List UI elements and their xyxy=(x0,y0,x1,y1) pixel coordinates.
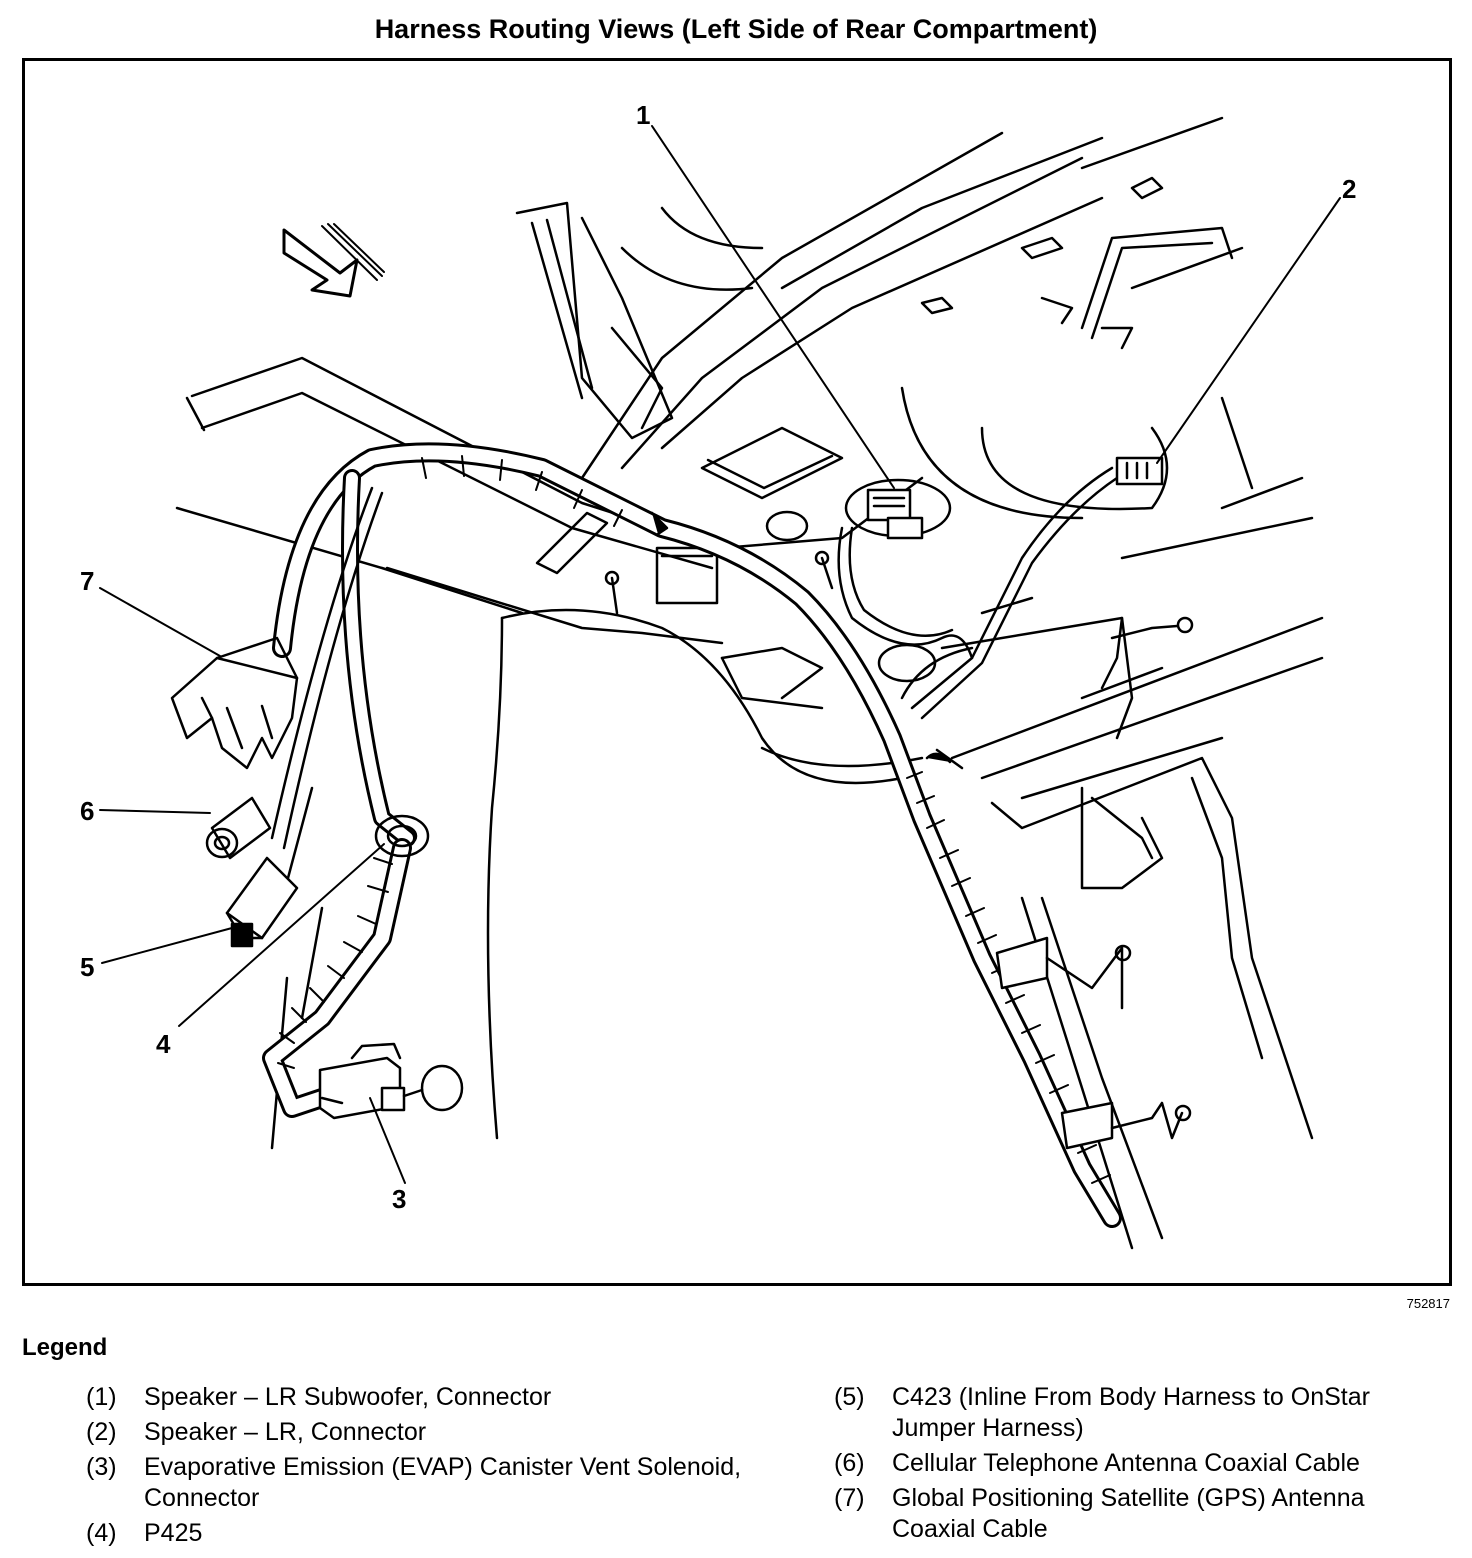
c423-inline-connector xyxy=(225,856,299,948)
callout-6: 6 xyxy=(80,796,94,826)
legend-item: (1) Speaker – LR Subwoofer, Connector xyxy=(86,1382,746,1413)
legend-item-number: (1) xyxy=(86,1383,117,1411)
direction-arrow-icon xyxy=(282,223,385,298)
legend-item: (6) Cellular Telephone Antenna Coaxial C… xyxy=(834,1448,1454,1479)
harness-routing-drawing: 1 2 3 4 5 6 7 xyxy=(80,100,1356,1250)
gps-antenna-coaxial-cable-connector xyxy=(170,636,299,770)
legend-item-number: (7) xyxy=(834,1484,865,1512)
legend-item-text: Evaporative Emission (EVAP) Canister Ven… xyxy=(144,1453,742,1512)
speaker-lr-connector xyxy=(1115,456,1164,486)
body-structure xyxy=(175,116,1324,1250)
callout-7: 7 xyxy=(80,566,94,596)
p425-grommet xyxy=(374,814,430,858)
diagram-title: Harness Routing Views (Left Side of Rear… xyxy=(374,14,1098,44)
legend-item-text: Speaker – LR Subwoofer, Connector xyxy=(144,1383,552,1411)
evap-canister-vent-solenoid-connector xyxy=(318,1042,464,1120)
callout-3: 3 xyxy=(392,1184,406,1214)
legend-column-right: (5) C423 (Inline From Body Harness to On… xyxy=(834,1382,1454,1549)
harness-clips xyxy=(604,511,1194,1150)
legend-item-number: (5) xyxy=(834,1383,865,1411)
legend-item-text: Global Positioning Satellite (GPS) Anten… xyxy=(892,1484,1365,1543)
callout-leaders xyxy=(99,125,1341,1184)
grommet xyxy=(765,510,937,683)
legend-item-number: (6) xyxy=(834,1449,865,1477)
legend-item: (2) Speaker – LR, Connector xyxy=(86,1417,746,1448)
legend-item-text: Speaker – LR, Connector xyxy=(144,1418,427,1446)
legend-item: (7) Global Positioning Satellite (GPS) A… xyxy=(834,1483,1454,1545)
harness-wrap-ticks xyxy=(277,455,1111,1184)
legend-item-text: C423 (Inline From Body Harness to OnStar… xyxy=(892,1383,1370,1442)
legend-item-text: Cellular Telephone Antenna Coaxial Cable xyxy=(892,1449,1360,1477)
legend-item: (3) Evaporative Emission (EVAP) Canister… xyxy=(86,1452,746,1514)
legend-column-left: (1) Speaker – LR Subwoofer, Connector (2… xyxy=(86,1382,746,1553)
legend-item: (4) P425 xyxy=(86,1518,746,1549)
callout-2: 2 xyxy=(1342,174,1356,204)
legend-heading: Legend xyxy=(22,1334,108,1361)
callout-5: 5 xyxy=(80,952,94,982)
legend-item-number: (3) xyxy=(86,1453,117,1481)
figure-id: 752817 xyxy=(1406,1296,1450,1311)
cellular-antenna-coaxial-cable-connector xyxy=(205,796,272,860)
legend-item: (5) C423 (Inline From Body Harness to On… xyxy=(834,1382,1454,1444)
diagram-frame xyxy=(22,58,1452,1286)
speaker-lr-subwoofer-connector xyxy=(844,478,952,540)
callout-4: 4 xyxy=(156,1029,171,1059)
callout-numbers: 1 2 3 4 5 6 7 xyxy=(80,100,1356,1214)
legend-item-text: P425 xyxy=(144,1519,203,1547)
callout-1: 1 xyxy=(636,100,650,130)
legend-item-number: (4) xyxy=(86,1519,117,1547)
legend-item-number: (2) xyxy=(86,1418,117,1446)
